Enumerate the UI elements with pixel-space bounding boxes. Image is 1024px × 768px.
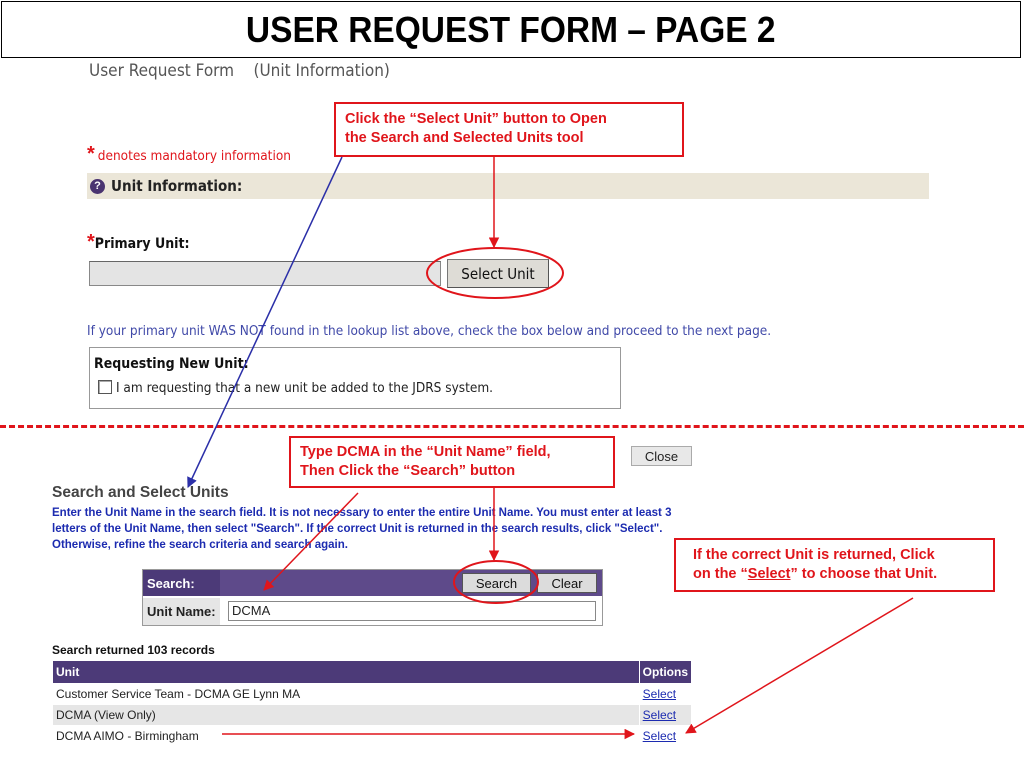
select-link[interactable]: Select bbox=[638, 725, 693, 747]
unit-cell: DCMA AIMO - Birmingham bbox=[52, 725, 640, 747]
search-label: Search: bbox=[143, 570, 220, 596]
slide-title: USER REQUEST FORM – PAGE 2 bbox=[246, 8, 776, 50]
search-instructions: Enter the Unit Name in the search field.… bbox=[52, 507, 672, 551]
primary-unit-label-text: Primary Unit: bbox=[94, 236, 190, 252]
slide-title-box: USER REQUEST FORM – PAGE 2 bbox=[1, 1, 1021, 58]
select-unit-button[interactable]: Select Unit bbox=[447, 259, 549, 288]
callout-select-unit-line2: the Search and Selected Units tool bbox=[345, 130, 584, 146]
highlight-search-ellipse bbox=[453, 560, 539, 604]
select-link[interactable]: Select bbox=[638, 704, 693, 726]
requesting-new-unit-box bbox=[89, 347, 621, 409]
primary-unit-label: * Primary Unit: bbox=[87, 231, 190, 254]
callout-select-unit-line1: Click the “Select Unit” button to Open bbox=[345, 111, 607, 127]
callout-select-unit: Click the “Select Unit” button to Open t… bbox=[334, 102, 684, 157]
unit-information-title: Unit Information: bbox=[111, 177, 243, 195]
required-star: * bbox=[87, 143, 95, 165]
primary-unit-input[interactable] bbox=[89, 261, 441, 286]
callout-choose-unit: If the correct Unit is returned, Click o… bbox=[674, 538, 995, 592]
table-row: DCMA AIMO - Birmingham Select bbox=[52, 725, 693, 747]
search-button[interactable]: Search bbox=[462, 573, 531, 593]
mandatory-text: denotes mandatory information bbox=[97, 148, 291, 164]
help-icon[interactable]: ? bbox=[90, 178, 105, 194]
table-row: DCMA (View Only) Select bbox=[52, 704, 693, 726]
unit-name-input[interactable]: DCMA bbox=[228, 601, 596, 621]
callout-type-dcma-line1: Type DCMA in the “Unit Name” field, bbox=[300, 444, 551, 460]
close-button[interactable]: Close bbox=[631, 446, 692, 466]
callout-type-dcma-line2: Then Click the “Search” button bbox=[300, 463, 516, 479]
new-unit-checkbox[interactable] bbox=[98, 380, 112, 394]
results-table: Unit Options Customer Service Team - DCM… bbox=[52, 660, 693, 747]
section-divider bbox=[0, 425, 1024, 428]
highlight-select-unit-ellipse bbox=[426, 247, 564, 299]
callout-choose-post: ” to choose that Unit. bbox=[790, 566, 938, 582]
mandatory-note: * denotes mandatory information bbox=[87, 143, 291, 166]
form-heading: User Request Form (Unit Information) bbox=[89, 61, 390, 81]
records-count: Search returned 103 records bbox=[52, 643, 215, 657]
new-unit-checkbox-label[interactable]: I am requesting that a new unit be added… bbox=[116, 380, 494, 396]
unit-name-label: Unit Name: bbox=[143, 598, 220, 625]
callout-choose-pre: on the “ bbox=[693, 566, 748, 582]
arrow-to-select-link bbox=[685, 597, 914, 734]
select-link[interactable]: Select bbox=[638, 683, 693, 705]
required-star: * bbox=[87, 231, 95, 253]
arrow-to-search-tool bbox=[187, 156, 343, 488]
arrow-to-unit-name bbox=[263, 492, 359, 591]
not-found-instructions: If your primary unit WAS NOT found in th… bbox=[87, 323, 772, 339]
unit-information-section-bar: ? Unit Information: bbox=[87, 173, 929, 199]
callout-choose-unit-line1: If the correct Unit is returned, Click bbox=[693, 547, 935, 563]
search-select-title: Search and Select Units bbox=[52, 484, 229, 501]
requesting-new-unit-title: Requesting New Unit: bbox=[94, 356, 249, 372]
callout-choose-link: Select bbox=[747, 566, 791, 582]
callout-type-dcma: Type DCMA in the “Unit Name” field, Then… bbox=[289, 436, 615, 488]
callout-choose-unit-line2: on the “Select” to choose that Unit. bbox=[693, 565, 993, 584]
results-header-row: Unit Options bbox=[52, 660, 693, 684]
